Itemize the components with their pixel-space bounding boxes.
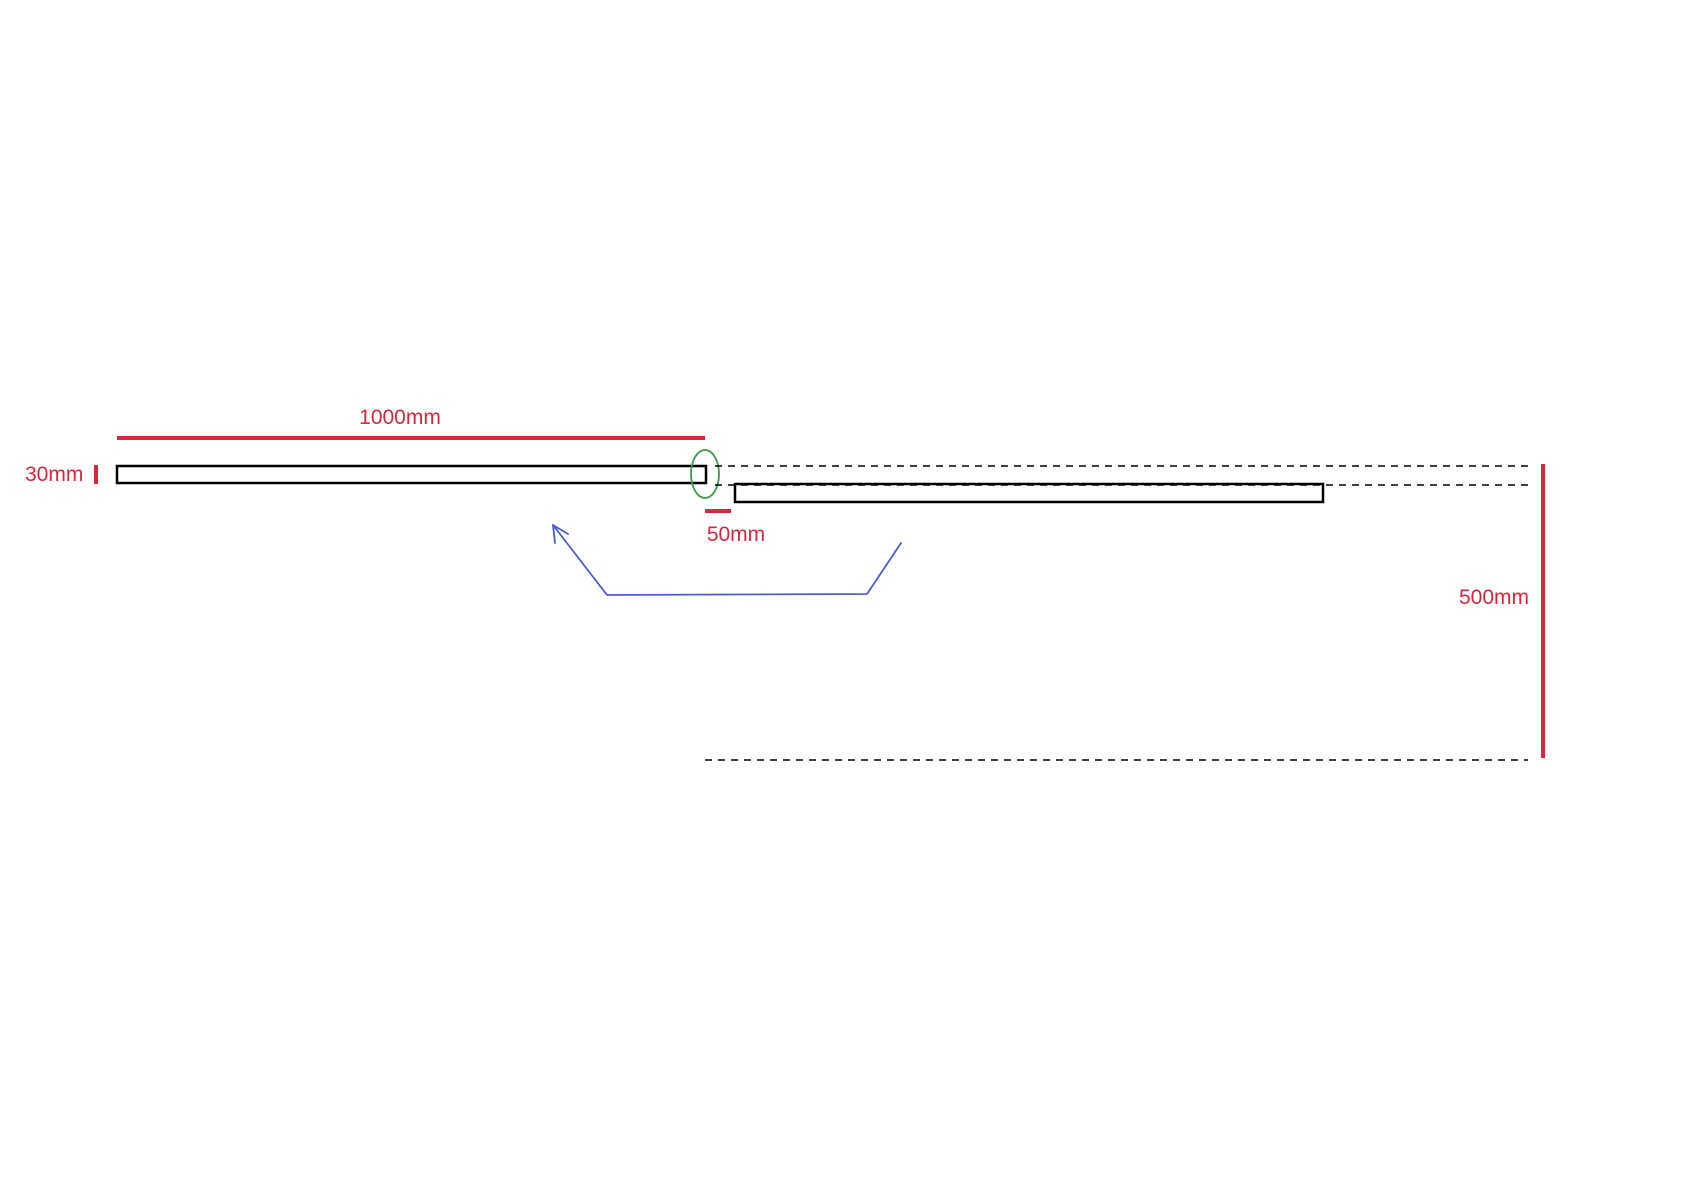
offset-dimension-label: 50mm (707, 523, 765, 546)
lower-bar (733, 482, 1325, 504)
thickness-dimension-label: 30mm (25, 463, 83, 486)
movement-arrow-path (552, 524, 902, 596)
upper-bar (115, 464, 708, 485)
height-dimension-label: 500mm (1459, 586, 1529, 609)
joint-highlight-ellipse (690, 449, 720, 499)
movement-arrow-head-icon (552, 524, 569, 544)
length-dimension-label: 1000mm (359, 406, 441, 429)
